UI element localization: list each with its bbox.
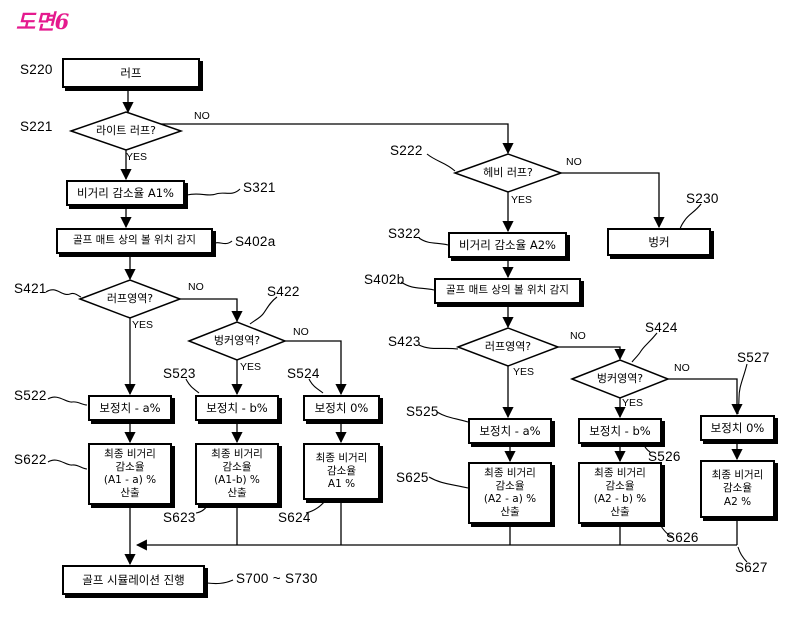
- edge-label-yes-rough-area-2: YES: [513, 366, 535, 378]
- process-box-detect-ball-b: 골프 매트 상의 볼 위치 감지: [434, 278, 581, 304]
- step-label-s524: S524: [287, 366, 320, 381]
- decision-rough-area-2: 러프영역?: [484, 340, 532, 353]
- step-label-s424: S424: [645, 320, 678, 335]
- decision-bunker-area-2: 벙커영역?: [596, 372, 644, 385]
- process-box-final-a2-b: 최종 비거리 감소율 (A2 - b) % 산출: [578, 462, 662, 524]
- edge-label-no-heavy-rough: NO: [566, 156, 582, 168]
- process-box-corr-0-1: 보정치 0%: [303, 395, 380, 421]
- process-box-rate-a2: 비거리 감소율 A2%: [448, 232, 567, 258]
- process-box-corr-a-1: 보정치 - a%: [88, 395, 172, 421]
- leader-squiggles: [45, 153, 748, 585]
- process-box-final-a2-a: 최종 비거리 감소율 (A2 - a) % 산출: [468, 462, 552, 524]
- decision-heavy-rough: 헤비 러프?: [483, 166, 533, 179]
- step-label-s230: S230: [686, 191, 719, 206]
- process-box-final-a2: 최종 비거리 감소율 A2 %: [700, 460, 775, 518]
- process-box-final-a1-b: 최종 비거리 감소율 (A1-b) % 산출: [195, 443, 279, 505]
- step-label-s625: S625: [396, 470, 429, 485]
- step-label-s526: S526: [648, 449, 681, 464]
- step-label-s402a: S402a: [235, 234, 276, 249]
- process-box-simulation: 골프 시뮬레이션 진행: [62, 565, 205, 595]
- edge-label-no-bunker-area-1: NO: [293, 326, 309, 338]
- figure-title: 도면6: [16, 9, 70, 34]
- step-label-s321: S321: [243, 180, 276, 195]
- step-label-s222: S222: [390, 143, 423, 158]
- edge-label-no-rough-area-1: NO: [188, 281, 204, 293]
- step-label-s423: S423: [388, 334, 421, 349]
- edge-label-no-light-rough: NO: [194, 110, 210, 122]
- edge-label-yes-bunker-area-2: YES: [622, 397, 644, 409]
- step-label-s522: S522: [14, 388, 47, 403]
- step-label-s525: S525: [406, 404, 439, 419]
- step-label-s626: S626: [666, 530, 699, 545]
- edge-label-no-bunker-area-2: NO: [674, 362, 690, 374]
- decision-bunker-area-1: 벙커영역?: [213, 334, 261, 347]
- step-label-s622: S622: [14, 452, 47, 467]
- process-box-corr-a-2: 보정치 - a%: [468, 418, 552, 444]
- process-box-corr-b-1: 보정치 - b%: [195, 395, 279, 421]
- step-label-s422: S422: [267, 284, 300, 299]
- step-label-s623: S623: [163, 510, 196, 525]
- step-label-s627: S627: [735, 560, 768, 575]
- process-box-final-a1-a: 최종 비거리 감소율 (A1 - a) % 산출: [88, 443, 172, 505]
- edge-label-no-rough-area-2: NO: [570, 330, 586, 342]
- step-label-s523: S523: [163, 366, 196, 381]
- process-box-corr-b-2: 보정치 - b%: [578, 418, 662, 444]
- process-box-bunker: 벙커: [607, 228, 711, 256]
- process-box-rough: 러프: [62, 58, 200, 88]
- process-box-final-a1: 최종 비거리 감소율 A1 %: [303, 443, 380, 500]
- process-box-detect-ball-a: 골프 매트 상의 볼 위치 감지: [56, 228, 213, 254]
- step-label-s527: S527: [737, 350, 770, 365]
- decision-diamond-shapes: [68, 111, 671, 399]
- step-label-s421: S421: [14, 281, 47, 296]
- step-label-s221: S221: [20, 119, 53, 134]
- edge-label-yes-bunker-area-1: YES: [240, 361, 262, 373]
- decision-light-rough: 라이트 러프?: [96, 124, 156, 137]
- step-label-s220: S220: [20, 62, 53, 77]
- edge-label-yes-light-rough: YES: [126, 151, 148, 163]
- edge-label-yes-heavy-rough: YES: [511, 194, 533, 206]
- decision-rough-area-1: 러프영역?: [106, 292, 154, 305]
- step-label-s402b: S402b: [364, 272, 405, 287]
- process-box-corr-0-2: 보정치 0%: [700, 415, 775, 441]
- step-label-s700-s730: S700 ~ S730: [236, 571, 318, 586]
- connector-lines: [120, 88, 743, 566]
- step-label-s624: S624: [278, 510, 311, 525]
- process-box-rate-a1: 비거리 감소율 A1%: [66, 180, 185, 206]
- step-label-s322: S322: [388, 226, 421, 241]
- edge-label-yes-rough-area-1: YES: [132, 319, 154, 331]
